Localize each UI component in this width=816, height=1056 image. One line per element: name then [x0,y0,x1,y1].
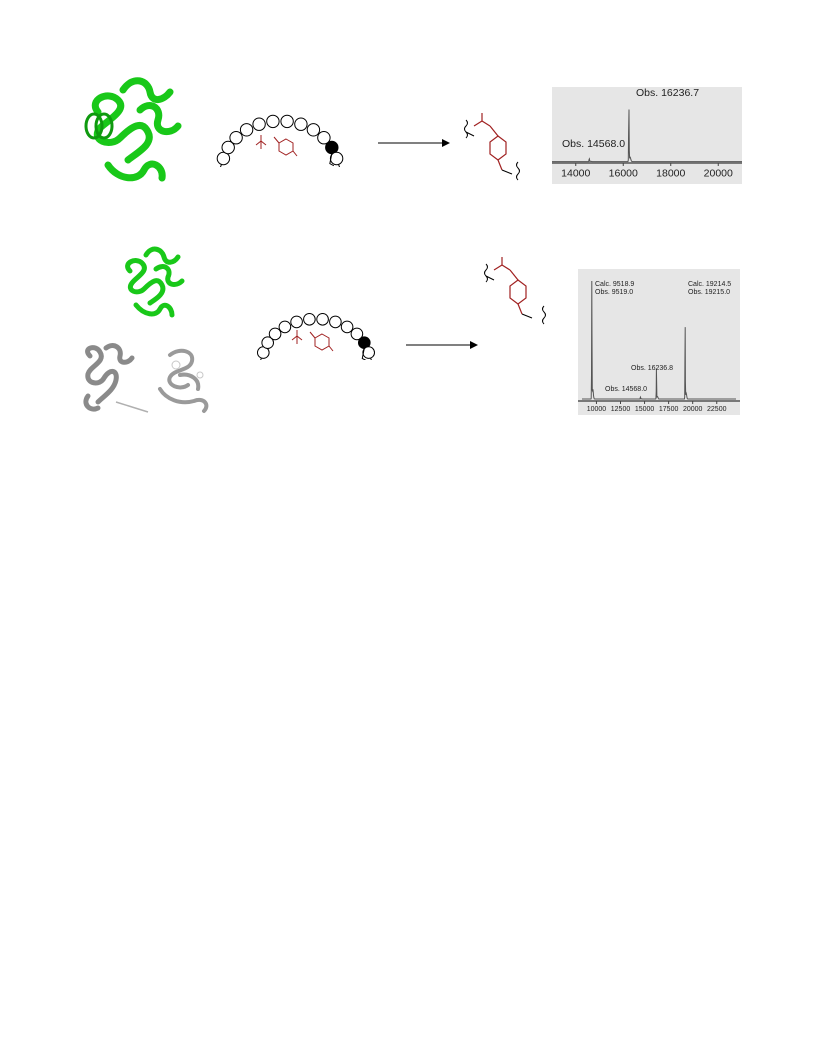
tick-label: 16000 [609,168,638,180]
bead [221,140,235,155]
protein-ribbon-gray-icon [158,348,209,413]
reaction-arrow-icon [378,139,450,147]
bead [362,346,375,359]
bead [350,327,364,341]
tick-label: 22500 [707,406,727,413]
bead [317,131,331,145]
peptide-bead-chain-icon [257,313,375,360]
protein-ribbon-gray-icon [83,343,149,413]
bead [294,117,308,131]
bead [252,117,266,131]
bead [303,313,316,326]
tick-label: 17500 [659,406,679,413]
bead [340,320,354,334]
peak-label: Obs. 16236.7 [636,87,699,99]
crosslink-adduct-icon [464,113,520,181]
tick-label: 14000 [561,168,590,180]
bead [261,336,274,350]
peak-label: Obs. 16236.8 [631,365,673,372]
spectrum-trace [582,280,736,400]
adduct-glyph-icon [255,135,298,157]
tick-label: 12500 [611,406,631,413]
bead [268,327,282,341]
protein-ribbon-green-icon [84,77,182,182]
bead [239,123,254,137]
peak-label: Obs. 19215.0 [688,289,730,296]
peak-label: Obs. 9519.0 [595,289,633,296]
bead [316,313,329,326]
bead [329,315,342,329]
spectrum-trace [552,109,742,163]
bead [280,114,294,129]
protein-ribbon-green-icon [125,246,185,318]
crosslink-adduct-icon [484,257,546,325]
peptide-bead-chain-icon [216,114,344,167]
mass-spectrum-2: 10000 12500 15000 17500 20000 22500 Calc. 9518… [578,269,740,415]
bead [266,114,280,129]
tick-label: 20000 [683,406,703,413]
bead [306,123,321,137]
bead [229,131,243,145]
adduct-glyph-icon [291,330,334,352]
bead [216,151,231,166]
tick-label: 10000 [587,406,607,413]
tick-label: 15000 [635,406,655,413]
peak-label: Obs. 14568.0 [605,386,647,393]
peak-label: Obs. 14568.0 [562,138,625,150]
mass-spectrum-1: 14000 16000 18000 20000 Obs. 14568.0 Obs. 162… [552,87,742,184]
bead [290,315,303,329]
bead [278,320,292,334]
tick-label: 20000 [704,168,733,180]
reaction-arrow-icon [406,341,478,349]
bead [329,151,344,166]
peak-label: Calc. 19214.5 [688,281,731,288]
tick-label: 18000 [656,168,685,180]
peak-label: Calc. 9518.9 [595,281,634,288]
